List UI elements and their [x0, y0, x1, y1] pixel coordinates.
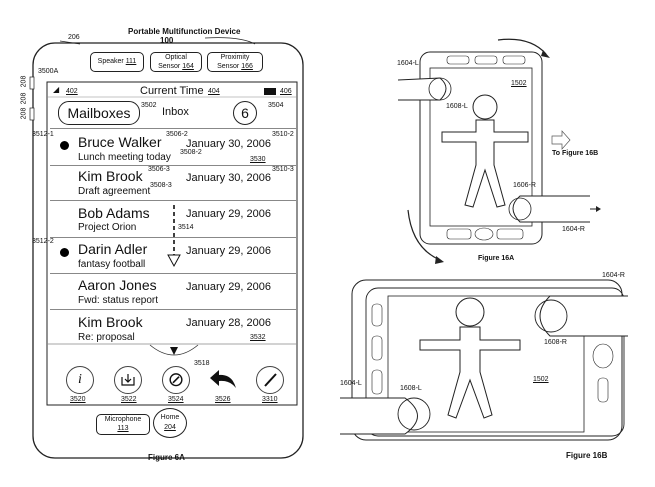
ref-1608-r-16b: 1608-R	[544, 339, 567, 346]
ref-1502-16b: 1502	[533, 376, 549, 383]
ref-1604-r-16b: 1604-R	[602, 272, 625, 279]
ref-1604-l-16b: 1604-L	[340, 380, 362, 387]
ref-1608-l-16b: 1608-L	[400, 385, 422, 392]
figure-16b-caption: Figure 16B	[566, 452, 607, 460]
